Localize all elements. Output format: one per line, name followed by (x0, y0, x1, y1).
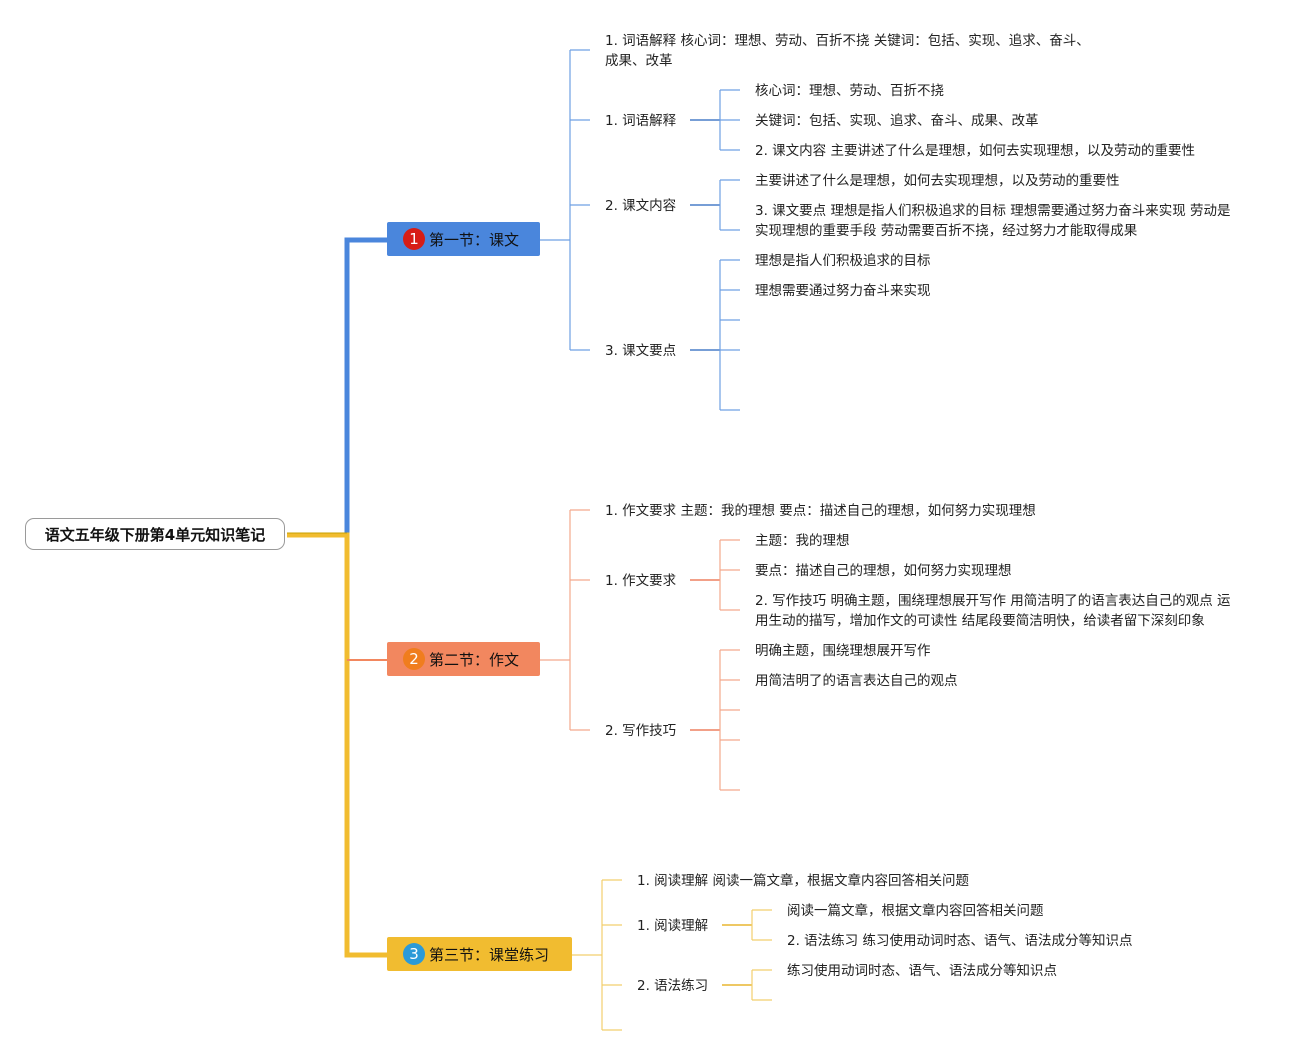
s2-requirement-item: 用生动的描写，增加作文的可读性 结尾段要简洁明快，给读者留下深刻印象 (755, 613, 1205, 629)
s1-content-item: 3. 课文要点 理想是指人们积极追求的目标 理想需要通过努力奋斗来实现 劳动是 (755, 203, 1231, 219)
s1-keypoint-item: 理想需要通过努力奋斗来实现 (755, 283, 931, 299)
s2-summary-line-1: 1. 作文要求 主题：我的理想 要点：描述自己的理想，如何努力实现理想 (605, 503, 1036, 519)
s2-technique-item: 明确主题，围绕理想展开写作 (755, 643, 931, 659)
section-1-topic[interactable]: 1 第一节：课文 (387, 222, 540, 256)
s1-subtopic-vocab[interactable]: 1. 词语解释 (605, 113, 677, 129)
s1-vocab-item: 2. 课文内容 主要讲述了什么是理想，如何去实现理想，以及劳动的重要性 (755, 143, 1195, 159)
s1-summary-line-1: 1. 词语解释 核心词：理想、劳动、百折不挠 关键词：包括、实现、追求、奋斗、 (605, 33, 1090, 49)
s2-technique-item: 用简洁明了的语言表达自己的观点 (755, 673, 958, 689)
s1-subtopic-content[interactable]: 2. 课文内容 (605, 198, 677, 214)
section-2-topic[interactable]: 2 第二节：作文 (387, 642, 540, 676)
section-1-title: 第一节：课文 (429, 230, 520, 249)
s2-subtopic-techniques[interactable]: 2. 写作技巧 (605, 723, 677, 739)
section-3-topic[interactable]: 3 第三节：课堂练习 (387, 937, 572, 971)
s1-vocab-item: 关键词：包括、实现、追求、奋斗、成果、改革 (755, 113, 1039, 129)
s1-vocab-item: 核心词：理想、劳动、百折不挠 (755, 83, 944, 99)
s1-keypoint-item: 理想是指人们积极追求的目标 (755, 253, 931, 269)
trunk-connectors (287, 237, 387, 958)
section1-branches (540, 49, 740, 411)
s1-content-item: 实现理想的重要手段 劳动需要百折不挠，经过努力才能取得成果 (755, 223, 1138, 239)
s2-subtopic-requirements[interactable]: 1. 作文要求 (605, 573, 677, 589)
s1-subtopic-keypoints[interactable]: 3. 课文要点 (605, 343, 677, 359)
root-title: 语文五年级下册第4单元知识笔记 (44, 525, 266, 544)
section-2-title: 第二节：作文 (429, 650, 520, 669)
s3-summary-line-1: 1. 阅读理解 阅读一篇文章，根据文章内容回答相关问题 (637, 873, 969, 889)
number-badge-2: 2 (403, 648, 425, 670)
number-badge-3: 3 (403, 943, 425, 965)
section2-branches (540, 509, 740, 791)
s3-subtopic-reading[interactable]: 1. 阅读理解 (637, 918, 709, 934)
s1-summary-line-2: 成果、改革 (605, 53, 673, 69)
number-badge-1: 1 (403, 228, 425, 250)
s2-requirement-item: 2. 写作技巧 明确主题，围绕理想展开写作 用简洁明了的语言表达自己的观点 运 (755, 593, 1231, 609)
s3-reading-item: 2. 语法练习 练习使用动词时态、语气、语法成分等知识点 (787, 933, 1133, 949)
s2-requirement-item: 要点：描述自己的理想，如何努力实现理想 (755, 563, 1012, 579)
s3-subtopic-grammar[interactable]: 2. 语法练习 (637, 978, 709, 994)
section-3-title: 第三节：课堂练习 (429, 945, 550, 964)
s2-requirement-item: 主题：我的理想 (755, 533, 850, 549)
section3-branches (572, 879, 772, 1031)
s1-content-item: 主要讲述了什么是理想，如何去实现理想，以及劳动的重要性 (755, 173, 1120, 189)
s3-reading-item: 阅读一篇文章，根据文章内容回答相关问题 (787, 903, 1044, 919)
root-topic[interactable]: 语文五年级下册第4单元知识笔记 (25, 518, 285, 550)
s3-grammar-item: 练习使用动词时态、语气、语法成分等知识点 (787, 963, 1057, 979)
